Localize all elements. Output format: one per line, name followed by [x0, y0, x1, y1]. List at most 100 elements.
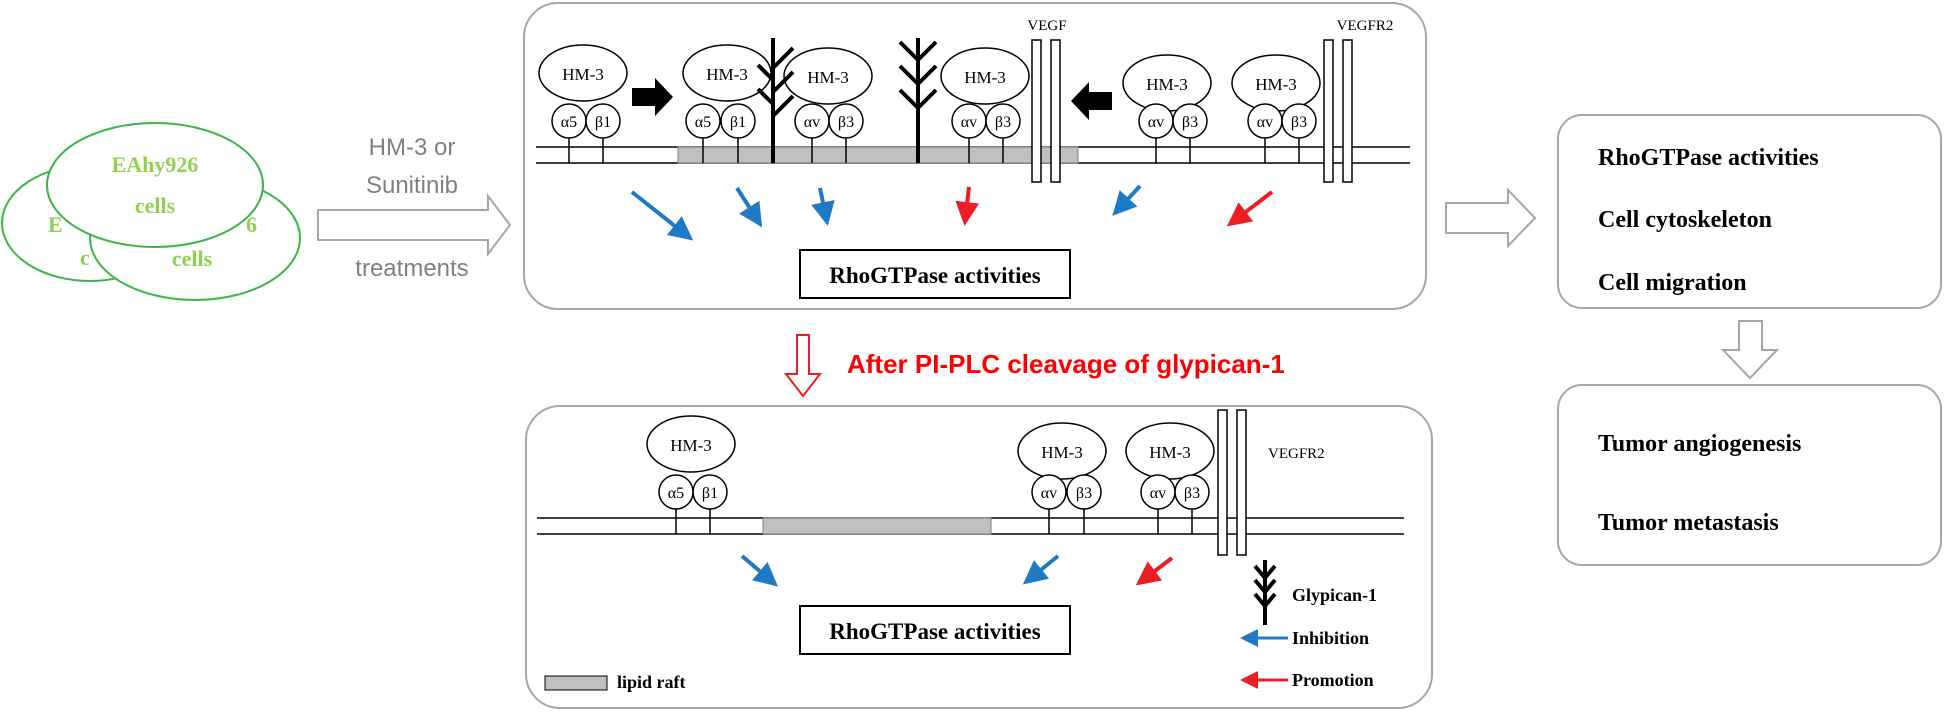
cell-hidden-letter-c: c	[80, 245, 90, 270]
vegfr2-label: VEGFR2	[1337, 18, 1394, 34]
hm3-label: HM-3	[562, 65, 604, 84]
beta-label: β3	[995, 114, 1011, 131]
cell-cluster: E 6 c cells EAhy926 cells	[1, 122, 301, 301]
outcomes-box-frame	[1557, 384, 1942, 566]
cell-hidden-letter-e: E	[48, 212, 63, 237]
inhibition-arrow	[1112, 184, 1142, 216]
vegfr2-label: VEGFR2	[1268, 446, 1325, 462]
lipid-raft	[677, 146, 1079, 164]
receptor-1: HM-3 α5 β1	[538, 44, 628, 163]
hollow-arrow-down-red	[783, 334, 823, 398]
vegf-label: VEGF	[1027, 18, 1066, 34]
hm3-label: HM-3	[1041, 443, 1083, 462]
alpha-label: αv	[1041, 485, 1057, 502]
glypican-1-tree-left	[756, 38, 795, 163]
receptor-4: HM-3 αv β3	[940, 47, 1030, 163]
hm3-ligand	[646, 415, 736, 473]
legend-lipid-raft-swatch	[544, 675, 608, 691]
legend-lipid-raft-label: lipid raft	[617, 672, 686, 692]
outcomes-box: Tumor angiogenesis Tumor metastasis	[1557, 384, 1942, 566]
alpha-label: α5	[561, 114, 577, 131]
hm3-label: HM-3	[706, 65, 748, 84]
receptor-b1: HM-3 α5 β1	[646, 415, 736, 534]
hm3-label: HM-3	[670, 436, 712, 455]
top-panel: HM-3 α5 β1 HM-3 α5 β1 HM-3 αv β3	[523, 2, 1427, 310]
inhibition-arrow	[735, 186, 763, 228]
treatment-line3: treatments	[355, 255, 468, 282]
promotion-arrow	[1135, 556, 1174, 586]
hm3-label: HM-3	[1146, 75, 1188, 94]
legend-promotion-label: Promotion	[1292, 670, 1374, 690]
cell-hidden-digit: 6	[246, 212, 257, 237]
top-outcome-box	[799, 249, 1071, 299]
hm3-label: HM-3	[1255, 75, 1297, 94]
beta-label: β3	[1184, 485, 1200, 502]
effects-box: RhoGTPase activities Cell cytoskeleton C…	[1557, 114, 1942, 309]
effect-item-rhogtpase: RhoGTPase activities	[1598, 145, 1819, 171]
legend-inhibition-label: Inhibition	[1292, 628, 1369, 648]
beta-label: β1	[702, 485, 718, 502]
hm3-label: HM-3	[964, 68, 1006, 87]
vegfr2-bar-right	[1236, 409, 1247, 556]
promotion-arrow	[955, 186, 980, 226]
glypican-legend-icon	[1253, 560, 1277, 625]
treatment-line2: Sunitinib	[366, 172, 458, 199]
hollow-arrow-down	[1720, 320, 1780, 380]
beta-label: β3	[1076, 485, 1092, 502]
hm3-ligand	[940, 47, 1030, 105]
receptor-b2: HM-3 αv β3	[1017, 422, 1107, 534]
cleavage-step: After PI-PLC cleavage of glypican-1	[783, 334, 1285, 398]
hm3-ligand	[783, 47, 873, 105]
alpha-label: α5	[668, 485, 684, 502]
bottom-outcome-box	[799, 605, 1071, 655]
beta-label: β1	[595, 114, 611, 131]
inhibition-arrow	[740, 554, 779, 587]
treatment-line1: HM-3 or	[369, 134, 456, 161]
hm3-ligand	[1017, 422, 1107, 480]
alpha-label: αv	[1150, 485, 1166, 502]
receptor-6: HM-3 αv β3	[1231, 54, 1321, 163]
cell-label-line1: EAhy926	[112, 152, 199, 177]
cell-ellipse-front	[46, 122, 264, 248]
vegf-bar-right	[1050, 39, 1061, 183]
receptor-5: HM-3 αv β3	[1122, 54, 1212, 163]
glypican-1-tree-right	[898, 38, 938, 163]
promotion-arrow	[1226, 190, 1274, 227]
alpha-label: α5	[695, 114, 711, 131]
receptor-b3: HM-3 αv β3	[1125, 422, 1215, 534]
vegf-bar-left	[1031, 39, 1042, 183]
hm3-label: HM-3	[1149, 443, 1191, 462]
outcome-item-metastasis: Tumor metastasis	[1598, 510, 1779, 536]
alpha-label: αv	[1148, 114, 1164, 131]
alpha-label: αv	[961, 114, 977, 131]
hm3-ligand	[538, 44, 628, 102]
bottom-outcome-label: RhoGTPase activities	[829, 619, 1040, 644]
vegfr2-bar-left	[1323, 39, 1334, 183]
top-outcome-label: RhoGTPase activities	[829, 263, 1040, 288]
vegfr2-bar-left	[1217, 409, 1228, 556]
effect-item-cytoskeleton: Cell cytoskeleton	[1598, 207, 1772, 233]
bottom-panel: HM-3 α5 β1 HM-3 αv β3 HM-3 αv β3	[525, 405, 1433, 709]
black-arrow-right	[632, 78, 673, 116]
receptor-3: HM-3 αv β3	[783, 47, 873, 163]
beta-label: β3	[1291, 114, 1307, 131]
cell-label-line2: cells	[135, 193, 176, 218]
inhibition-arrow	[630, 190, 694, 241]
beta-label: β3	[1182, 114, 1198, 131]
alpha-label: αv	[1257, 114, 1273, 131]
cell-label-back: cells	[172, 246, 213, 271]
outcome-item-angiogenesis: Tumor angiogenesis	[1598, 431, 1801, 457]
inhibition-arrow	[811, 187, 835, 226]
vegfr2-bar-right	[1342, 39, 1353, 183]
cleavage-text: After PI-PLC cleavage of glypican-1	[847, 349, 1285, 379]
beta-label: β1	[730, 114, 746, 131]
black-arrow-left	[1071, 82, 1112, 120]
effect-item-migration: Cell migration	[1598, 270, 1747, 296]
inhibition-arrow	[1022, 554, 1060, 585]
lipid-raft	[762, 517, 992, 535]
hm3-label: HM-3	[807, 68, 849, 87]
hollow-arrow-right	[317, 193, 512, 257]
hollow-arrow-right-2	[1445, 187, 1537, 249]
